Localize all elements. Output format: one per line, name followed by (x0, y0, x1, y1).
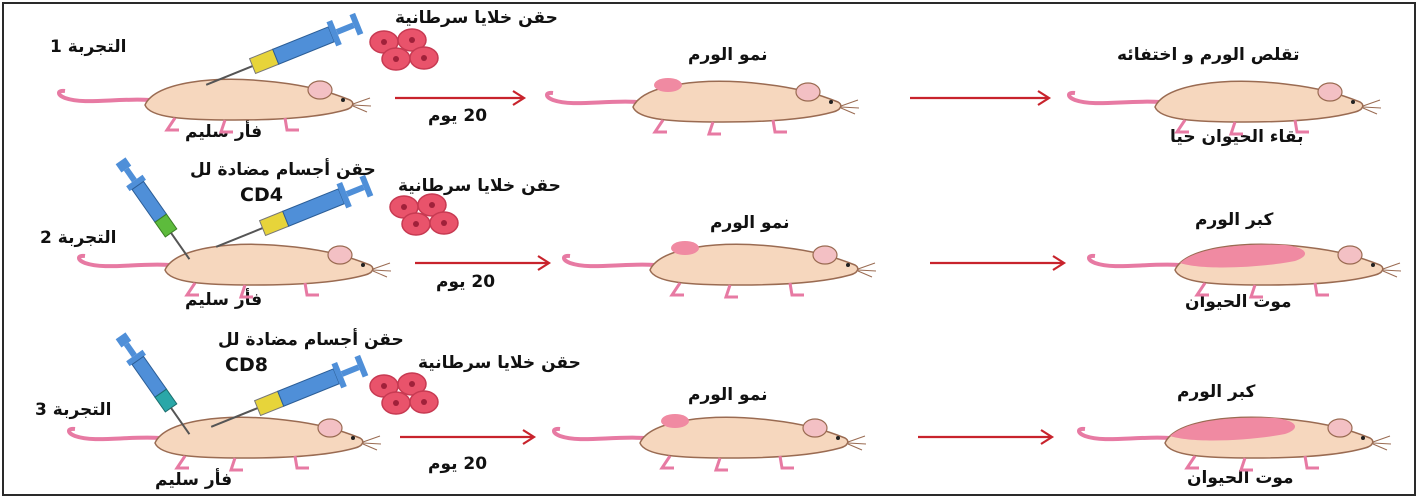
syringe-icon (200, 18, 370, 88)
mouse-icon (550, 408, 870, 478)
mouse-icon (1065, 72, 1385, 142)
arrow-right-icon (930, 253, 1070, 273)
cancer-cells-icon (362, 28, 442, 72)
duration-label: 20 يوم (428, 106, 487, 126)
arrow-right-icon (400, 427, 540, 447)
stage3-top-label: كبر الورم (1177, 382, 1255, 402)
stage3-top-label: تقلص الورم و اختفائه (1117, 45, 1300, 65)
stage2-label: نمو الورم (688, 45, 767, 65)
mouse-icon (1085, 235, 1405, 305)
mouse-icon (1075, 408, 1395, 478)
injection-label: حقن خلايا سرطانية (418, 353, 581, 373)
arrow-right-icon (415, 253, 555, 273)
syringe-icon (210, 180, 380, 250)
arrow-right-icon (910, 88, 1055, 108)
arrow-right-icon (395, 88, 530, 108)
stage2-label: نمو الورم (710, 213, 789, 233)
experiment-label: التجربة 1 (50, 37, 126, 57)
antibody-label: حقن أجسام مضادة لل (190, 160, 376, 180)
duration-label: 20 يوم (428, 454, 487, 474)
stage2-label: نمو الورم (688, 385, 767, 405)
arrow-right-icon (918, 427, 1058, 447)
mouse-icon (560, 235, 880, 305)
antibody-label: حقن أجسام مضادة لل (218, 330, 404, 350)
syringe-icon (100, 165, 210, 255)
syringe-icon (100, 340, 210, 430)
mouse-icon (543, 72, 863, 142)
syringe-icon (205, 360, 375, 430)
cancer-cells-icon (382, 193, 462, 237)
stage3-top-label: كبر الورم (1195, 210, 1273, 230)
injection-label: حقن خلايا سرطانية (395, 8, 558, 28)
cancer-cells-icon (362, 372, 442, 416)
duration-label: 20 يوم (436, 272, 495, 292)
